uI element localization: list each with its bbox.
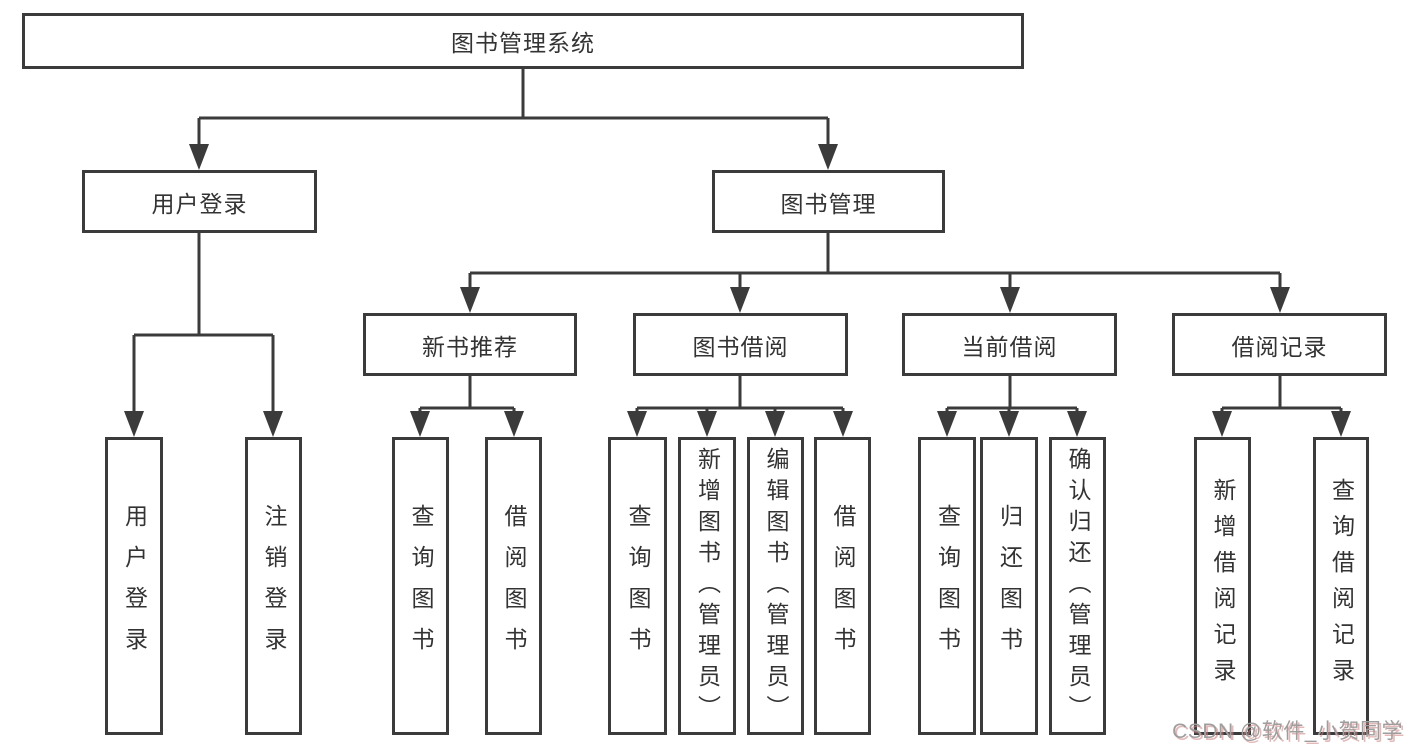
leaf-edit-book-admin: 编辑图书（管理员） [747, 437, 804, 735]
node-label: 确认归还（管理员） [1065, 446, 1091, 726]
csdn-watermark: CSDN @软件_小贺同学 [1172, 720, 1403, 743]
leaf-borrow-book: 借阅图书 [814, 437, 871, 735]
node-label: 用户登录 [151, 190, 248, 217]
node-label: 当前借阅 [961, 333, 1058, 360]
arrowheads [124, 144, 1351, 437]
leaf-query-books-current: 查询图书 [918, 437, 976, 735]
node-label: 图书管理 [780, 190, 877, 217]
node-label: 查询图书 [934, 504, 961, 668]
node-borrowing-records: 借阅记录 [1172, 313, 1387, 376]
leaf-add-borrow-record: 新增借阅记录 [1194, 437, 1251, 735]
node-label: 编辑图书（管理员） [763, 446, 789, 726]
node-label: 查询图书 [625, 504, 651, 668]
node-user-login-module: 用户登录 [82, 170, 317, 233]
node-label: 查询图书 [408, 504, 434, 668]
leaf-confirm-return-admin: 确认归还（管理员） [1049, 437, 1106, 735]
node-current-borrowing: 当前借阅 [902, 313, 1117, 376]
leaf-query-books-recommend: 查询图书 [392, 437, 449, 735]
node-book-management-module: 图书管理 [712, 170, 945, 233]
node-label: 借阅图书 [830, 504, 856, 668]
leaf-add-book-admin: 新增图书（管理员） [678, 437, 736, 735]
node-label: 新增借阅记录 [1210, 478, 1236, 694]
node-label: 用户登录 [121, 504, 148, 668]
leaf-user-login: 用户登录 [105, 437, 163, 735]
node-label: 新书推荐 [422, 333, 518, 360]
leaf-logout: 注销登录 [245, 437, 302, 735]
node-label: 图书借阅 [692, 333, 789, 360]
leaf-query-books-borrowing: 查询图书 [608, 437, 667, 735]
node-label: 借阅图书 [501, 504, 527, 668]
leaf-query-borrow-record: 查询借阅记录 [1313, 437, 1369, 735]
node-label: 借阅记录 [1231, 333, 1328, 360]
leaf-borrow-books-recommend: 借阅图书 [485, 437, 542, 735]
node-label: 查询借阅记录 [1328, 478, 1355, 694]
node-system-root: 图书管理系统 [22, 13, 1024, 69]
leaf-return-book: 归还图书 [980, 437, 1038, 735]
node-label: 新增图书（管理员） [694, 446, 721, 726]
node-label: 注销登录 [261, 504, 287, 668]
node-label: 图书管理系统 [451, 30, 595, 56]
node-label: 归还图书 [996, 504, 1023, 668]
node-book-borrowing: 图书借阅 [633, 313, 848, 376]
node-new-book-recommend: 新书推荐 [363, 313, 577, 376]
